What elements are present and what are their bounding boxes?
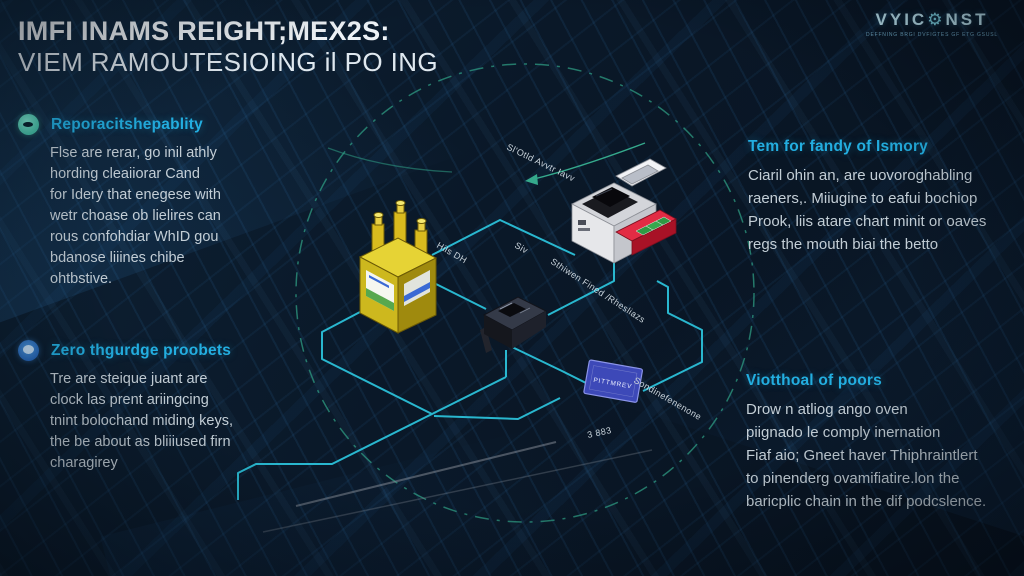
brand-name-right: NST (945, 10, 989, 29)
body-line: charagirey (50, 455, 118, 471)
info-block-header: Viotthoal of poors (746, 372, 1022, 390)
body-line: bdanose liiines chibe (50, 250, 185, 266)
info-block-heading: Viotthoal of poors (746, 372, 882, 389)
circuit-traces (237, 219, 703, 500)
chip-device (480, 296, 548, 353)
body-line: to pinenderg ovamifiatire.lon the (746, 470, 960, 487)
info-block-tem-for-fandy: Tem for fandy of Ismory Ciaril ohin an, … (748, 138, 1020, 256)
body-line: Fiaf aio; Gneet haver Thiphraintlert (746, 447, 978, 464)
body-line: rous confohdiar WhID gou (50, 229, 219, 245)
diagram-label: 3 883 (586, 425, 612, 440)
info-block-heading: Tem for fandy of Ismory (748, 138, 929, 155)
body-line: Prook, liis atare chart minit or oaves (748, 213, 987, 230)
body-line: raeners,. Miiugine to eafui bochiop (748, 190, 978, 207)
body-line: hording cleaiiorar Cand (50, 166, 200, 182)
diagram-label: Sondinefenenone (632, 375, 703, 422)
eye-icon (18, 114, 39, 135)
transformer-device (358, 200, 438, 334)
info-block-body: Flse are rerar, go inil athly hording cl… (50, 143, 270, 290)
flow-arrow (327, 142, 646, 185)
body-line: Ciaril ohin an, are uovoroghabling (748, 167, 973, 184)
info-block-heading: Zero thgurdge proobets (51, 341, 232, 359)
gear-icon: ⚙ (927, 10, 946, 29)
globe-icon (18, 340, 39, 361)
printer-device (571, 158, 677, 264)
title-line-1: IMFI INAMS REIGHT;MEX2S: (18, 16, 390, 46)
body-line: ohtbstive. (50, 271, 113, 287)
page-title: IMFI INAMS REIGHT;MEX2S: VIEM RAMOUTESIO… (18, 16, 438, 77)
title-line-2: VIEM RAMOUTESIOING il PO ING (18, 47, 439, 78)
body-line: the be about as bliiiused firn (50, 434, 231, 450)
info-block-heading: Reporacitshepablity (51, 115, 203, 133)
info-block-header: Reporacitshepablity (18, 114, 270, 135)
brand-logo: VYIC⚙NST DEFFNING BRGI DVFIGTES GF ETG G… (854, 10, 1010, 38)
diagram-label: Siv (513, 240, 530, 256)
body-line: Drow n atliog ango oven (746, 401, 908, 418)
body-line: Tre are steique juant are (50, 371, 208, 387)
brand-name-left: VYIC (875, 10, 928, 29)
body-line: piignado le comply inernation (746, 424, 941, 441)
info-block-viotthoal-of-poors: Viotthoal of poors Drow n atliog ango ov… (746, 372, 1022, 513)
body-line: baricplic chain in the dif podcslence. (746, 493, 987, 510)
connector-labels: Sl'Otld Avvtr Iavv Hils DH Siv Sthiwen F… (435, 142, 703, 440)
body-line: wetr choase ob lielires can (50, 208, 221, 224)
body-line: tnint bolochand miding keys, (50, 413, 233, 429)
info-block-body: Tre are steique juant are clock las pren… (50, 369, 270, 474)
body-line: clock las prent ariingcing (50, 392, 209, 408)
body-line: Flse are rerar, go inil athly (50, 145, 217, 161)
info-block-body: Ciaril ohin an, are uovoroghabling raene… (748, 164, 1020, 256)
brand-tagline: DEFFNING BRGI DVFIGTES GF ETG GSUSL (866, 32, 998, 38)
brand-name: VYIC⚙NST (854, 10, 1010, 30)
info-block-zero-thgurdge: Zero thgurdge proobets Tre are steique j… (18, 340, 270, 474)
body-line: for Idery that enegese with (50, 187, 221, 203)
background-road-lines (262, 441, 653, 533)
info-block-header: Zero thgurdge proobets (18, 340, 270, 361)
info-block-body: Drow n atliog ango oven piignado le comp… (746, 398, 1022, 513)
diagram-label: Sthiwen Fined /Rhesliazs (549, 256, 647, 325)
info-block-reporacitshepablity: Reporacitshepablity Flse are rerar, go i… (18, 114, 270, 290)
info-block-header: Tem for fandy of Ismory (748, 138, 1020, 156)
body-line: regs the mouth biai the betto (748, 236, 939, 253)
